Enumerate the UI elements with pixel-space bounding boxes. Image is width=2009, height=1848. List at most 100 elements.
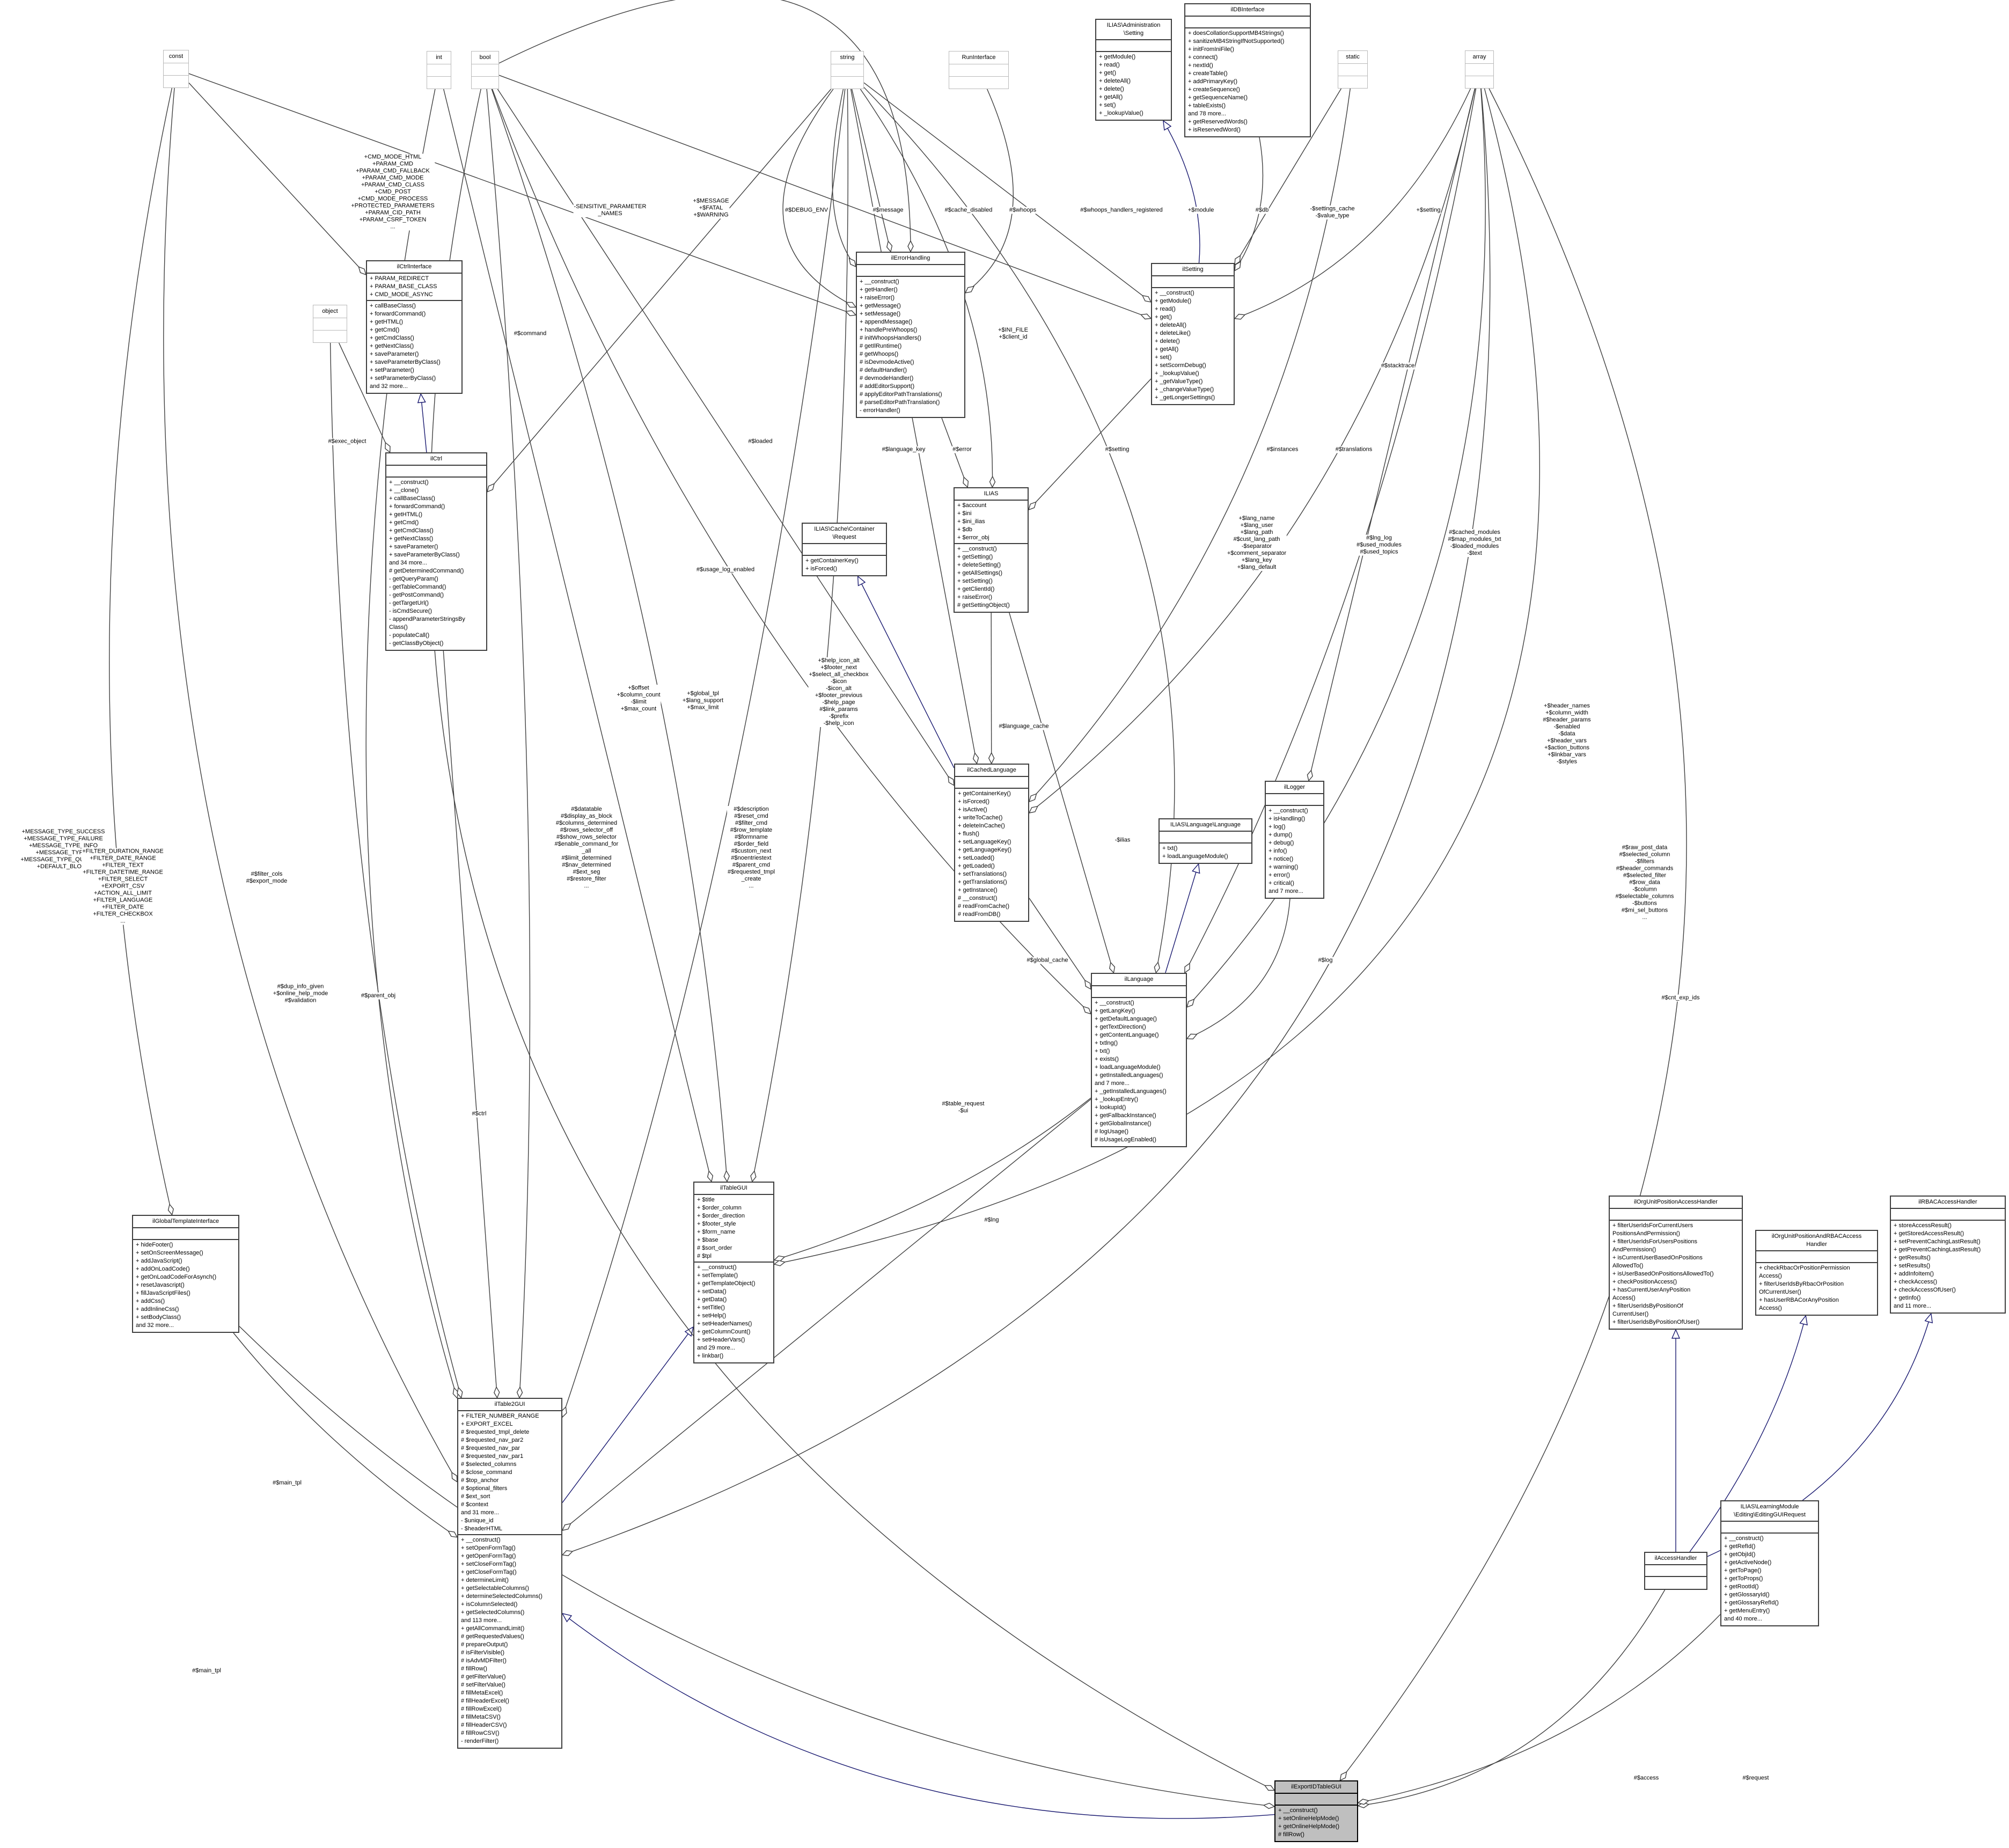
method: + getContainerKey() — [958, 790, 1011, 797]
class-title: ilExportIDTableGUI — [1275, 1781, 1357, 1794]
aggregation-edge-array-ilTableGUI — [773, 88, 1540, 1266]
class-node-ilErrorHandling[interactable]: ilErrorHandling+ __construct()+ getHandl… — [856, 252, 965, 418]
attributes-compartment — [1266, 794, 1323, 806]
edge-label-array-ilLanguage: #$cached_modules#$map_modules_txt-$loade… — [1447, 529, 1502, 557]
method: + setTemplate() — [697, 1272, 738, 1279]
class-node-const[interactable]: const — [163, 50, 189, 88]
class-node-ilDBInterface[interactable]: ilDBInterface+ doesCollationSupportMB4St… — [1184, 3, 1311, 137]
edge-label-line: #$global_cache — [1027, 957, 1068, 964]
inheritance-edge-ilCtrl-ilCtrlInterface — [417, 393, 427, 453]
class-title-line: ilOrgUnitPositionAndRBACAccess — [1771, 1233, 1862, 1240]
method: and 7 more... — [1269, 888, 1303, 894]
class-title-line: \Editing\EditingGUIRequest — [1734, 1512, 1806, 1518]
aggregation-edge-ilCachedLanguage-ilLanguage — [1029, 898, 1091, 990]
class-node-LangLang[interactable]: ILIAS\Language\Language+ txt()+ loadLang… — [1159, 818, 1252, 864]
method: + getPreventCachingLastResult() — [1894, 1246, 1981, 1253]
edge-label-bool-ilErrorHandling: #$whoops_handlers_registered — [1080, 207, 1163, 214]
edge-label-line: +$client_id — [999, 334, 1028, 340]
method: and 78 more... — [1188, 111, 1226, 117]
methods-compartment: + __construct()+ getModule()+ read()+ ge… — [1152, 288, 1234, 404]
attribute: # $requested_nav_par2 — [461, 1437, 524, 1443]
edge-label-line: +$column_count — [617, 692, 661, 698]
aggregation-edge-string-ilTable2GUI — [561, 89, 846, 1418]
class-node-ilRBACAccessHandler[interactable]: ilRBACAccessHandler+ storeAccessResult()… — [1890, 1196, 2006, 1314]
class-node-object[interactable]: object — [313, 305, 347, 343]
aggregation-edge-string-ilCtrl — [486, 89, 832, 493]
class-node-ilTableGUI[interactable]: ilTableGUI+ $title+ $order_column+ $orde… — [693, 1182, 774, 1363]
method: + __construct() — [1278, 1807, 1318, 1814]
method: + __construct() — [1095, 1000, 1134, 1006]
method: + sanitizeMB4StringIfNotSupported() — [1188, 38, 1285, 45]
attribute: # $optional_filters — [461, 1485, 508, 1492]
attribute: # $selected_columns — [461, 1461, 517, 1468]
edge-label-line: -$ilias — [1115, 837, 1131, 844]
method: + createTable() — [1188, 70, 1228, 77]
class-node-ILIAS[interactable]: ILIAS+ $account+ $ini+ $ini_ilias+ $db+ … — [954, 487, 1029, 613]
method: + setTitle() — [697, 1304, 725, 1311]
method: + setLoaded() — [958, 855, 995, 861]
class-node-ilExportIDTableGUI[interactable]: ilExportIDTableGUI+ __construct()+ setOn… — [1274, 1780, 1358, 1842]
attribute: # $top_anchor — [461, 1477, 499, 1484]
aggregation-edge-static-ilSetting — [1234, 88, 1342, 266]
class-node-ilCtrl[interactable]: ilCtrl+ __construct()+ __clone()+ callBa… — [385, 452, 487, 651]
class-node-ilCtrlInterface[interactable]: ilCtrlInterface+ PARAM_REDIRECT+ PARAM_B… — [366, 260, 463, 394]
method: + loadLanguageModule() — [1095, 1064, 1161, 1070]
attribute: + $footer_style — [697, 1221, 736, 1227]
edge-label-line: -$help_page — [822, 699, 855, 706]
class-title: ilTableGUI — [694, 1183, 773, 1195]
class-node-ilCachedLanguage[interactable]: ilCachedLanguage+ getContainerKey()+ isF… — [954, 764, 1029, 922]
class-node-ilAccessHandler[interactable]: ilAccessHandler — [1644, 1552, 1707, 1590]
method: + __construct() — [1155, 290, 1194, 296]
method: + callBaseClass() — [370, 303, 416, 309]
class-node-int[interactable]: int — [427, 51, 451, 89]
class-node-ilLogger[interactable]: ilLogger+ __construct()+ isHandling()+ l… — [1265, 781, 1324, 899]
class-node-EditingGUIRequest[interactable]: ILIAS\LearningModule\Editing\EditingGUIR… — [1720, 1500, 1819, 1626]
edge-label-array-ilLanguage: #$lng_log#$used_modules#$used_topics — [1356, 534, 1402, 556]
class-node-CacheRequest[interactable]: ILIAS\Cache\Container\Request+ getContai… — [802, 523, 887, 576]
method: # logUsage() — [1095, 1128, 1128, 1135]
class-node-array[interactable]: array — [1465, 50, 1494, 89]
method: # isUsageLogEnabled() — [1095, 1136, 1156, 1143]
method: + __construct() — [389, 479, 429, 486]
method: - renderFilter() — [461, 1738, 499, 1744]
class-title-line: ilGlobalTemplateInterface — [152, 1218, 219, 1224]
class-node-ilLanguage[interactable]: ilLanguage+ __construct()+ getLangKey()+… — [1091, 973, 1187, 1147]
edge-label-line: +PARAM_CSRF_TOKEN — [359, 216, 427, 223]
attributes-compartment — [1152, 276, 1234, 288]
attributes-compartment — [949, 64, 1008, 77]
method: + deleteAll() — [1099, 78, 1131, 84]
class-node-bool[interactable]: bool — [471, 51, 499, 89]
method: + _changeValueType() — [1155, 386, 1214, 393]
edge-label-line: #$header_params — [1543, 716, 1591, 723]
method: + getCmdClass() — [370, 335, 414, 341]
class-node-ilGlobalTemplateInterface[interactable]: ilGlobalTemplateInterface+ hideFooter()+… — [132, 1215, 239, 1333]
methods-compartment — [427, 77, 451, 89]
method: + hasUserRBACorAnyPosition — [1759, 1297, 1839, 1303]
attributes-compartment — [1465, 64, 1493, 76]
class-node-static[interactable]: static — [1338, 50, 1368, 89]
class-node-ilTable2GUI[interactable]: ilTable2GUI+ FILTER_NUMBER_RANGE+ EXPORT… — [457, 1398, 562, 1749]
method: + notice() — [1269, 856, 1294, 862]
methods-compartment: + callBaseClass()+ forwardCommand()+ get… — [367, 301, 461, 393]
method: OfCurrentUser() — [1759, 1289, 1801, 1295]
method: + getMessage() — [860, 303, 901, 309]
method: + __construct() — [1724, 1535, 1764, 1542]
method: # readFromCache() — [958, 903, 1009, 910]
class-node-ilSetting[interactable]: ilSetting+ __construct()+ getModule()+ r… — [1151, 263, 1235, 405]
method: + warning() — [1269, 864, 1299, 870]
edge-label-line: +MESSAGE_TYPE_FAILURE — [24, 835, 103, 842]
methods-compartment — [164, 76, 188, 87]
method: + getContainerKey() — [805, 558, 859, 564]
class-node-AdminSetting[interactable]: ILIAS\Administration\Setting+ getModule(… — [1095, 19, 1172, 121]
method: + __construct() — [860, 278, 899, 285]
method: + set() — [1155, 354, 1172, 361]
class-node-RunInterface[interactable]: RunInterface — [949, 51, 1009, 89]
class-node-string[interactable]: string — [831, 51, 864, 89]
class-node-OrgUnitPos[interactable]: ilOrgUnitPositionAccessHandler+ filterUs… — [1609, 1196, 1743, 1330]
edge-label-ilLogger-ilLanguage: #$log — [1317, 957, 1333, 964]
edge-label-line: #$columns_determined — [555, 820, 618, 826]
edge-label-line: #$ext_seg — [573, 869, 600, 875]
aggregation-edge-ilGlobalTemplateInterface-ilTable2GUI — [233, 1332, 458, 1538]
class-title-line: const — [168, 53, 184, 60]
